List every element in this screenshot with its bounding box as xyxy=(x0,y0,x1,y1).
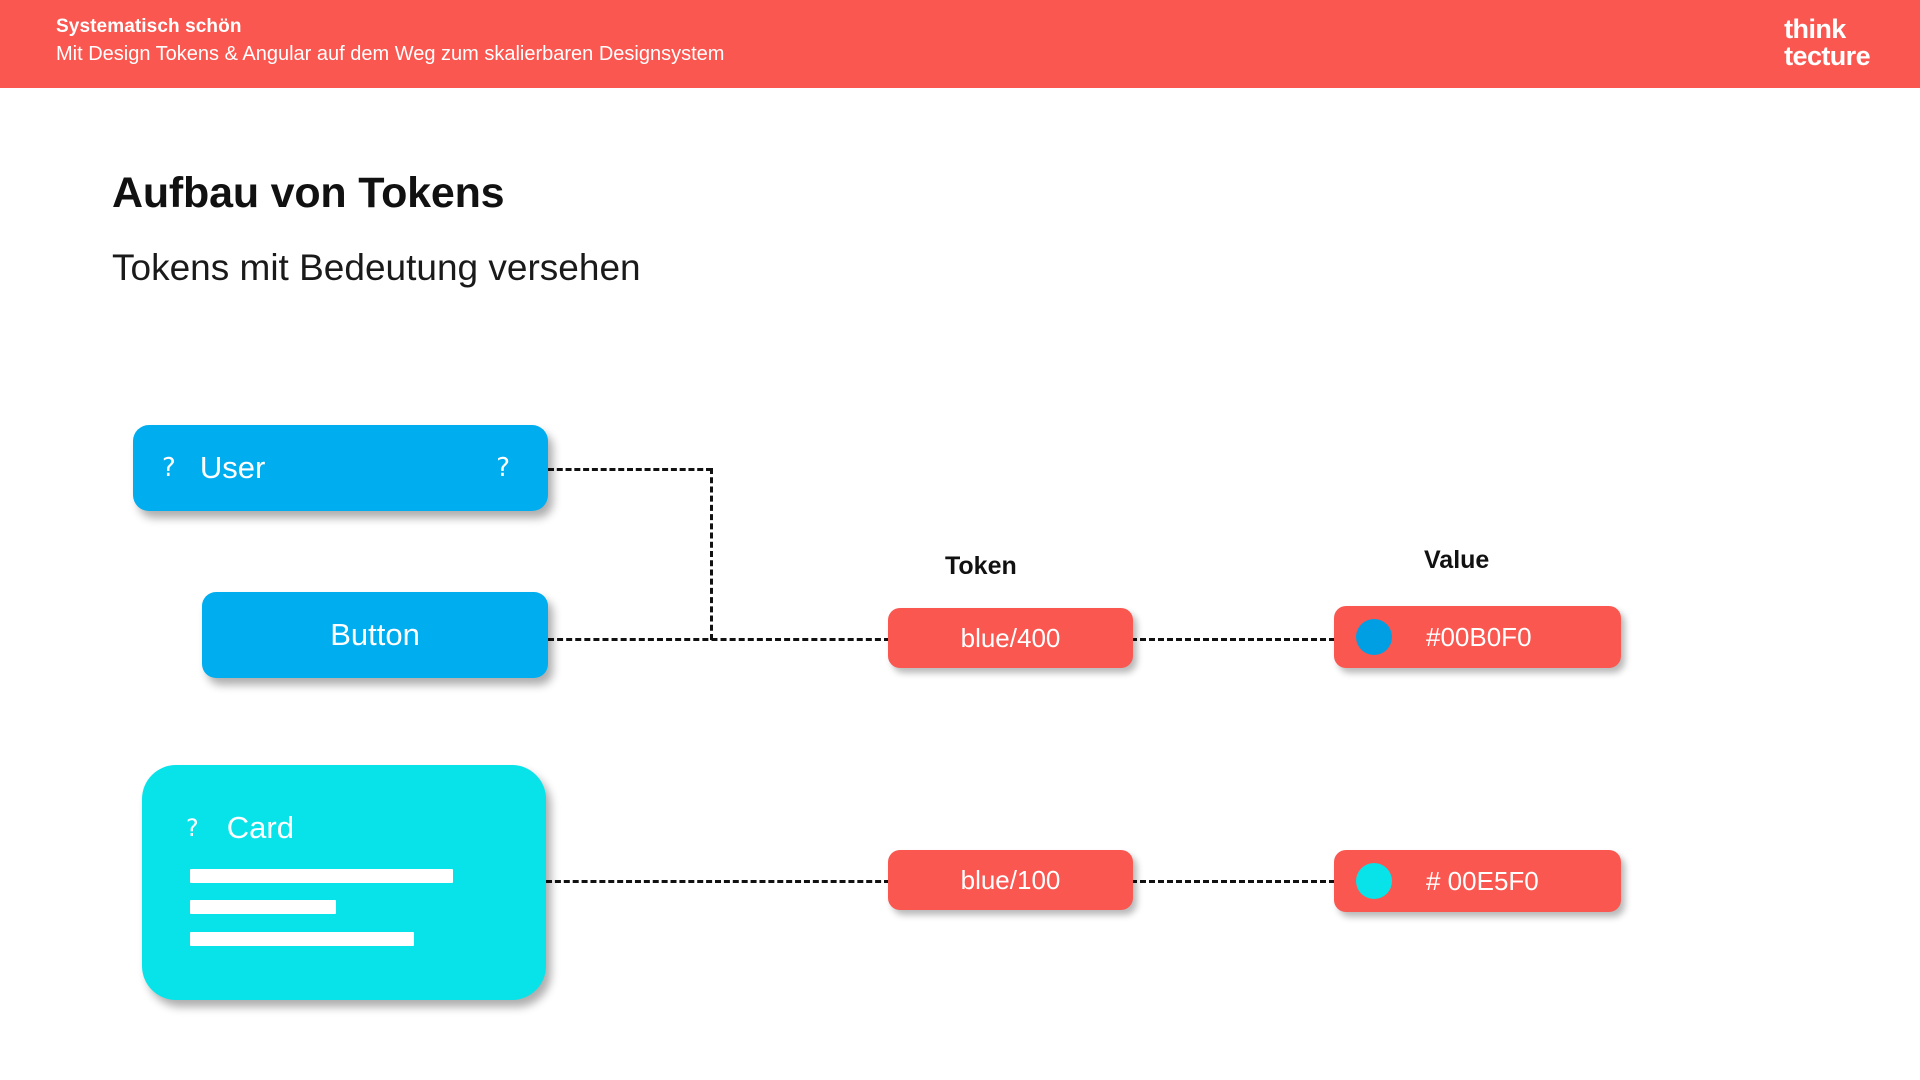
connector-user-horizontal xyxy=(548,468,712,471)
connector-card-to-token xyxy=(546,880,890,883)
value-column-header: Value xyxy=(1424,546,1490,574)
user-avatar-icon: ? xyxy=(162,453,176,483)
page-subtitle: Tokens mit Bedeutung versehen xyxy=(112,247,641,288)
header-bar: Systematisch schön Mit Design Tokens & A… xyxy=(0,0,1920,88)
component-card-user[interactable]: ? User ? xyxy=(133,425,548,511)
color-swatch-icon xyxy=(1356,863,1392,899)
token-pill-blue-100[interactable]: blue/100 xyxy=(888,850,1133,910)
card-placeholder-bar xyxy=(190,869,453,883)
connector-token-to-value-1 xyxy=(1131,638,1335,641)
page-title: Aufbau von Tokens xyxy=(112,169,505,217)
token-pill-blue-400[interactable]: blue/400 xyxy=(888,608,1133,668)
component-card-button-label: Button xyxy=(330,617,420,652)
value-pill-label: # 00E5F0 xyxy=(1426,865,1539,896)
header-title: Systematisch schön xyxy=(56,16,242,37)
token-pill-label: blue/400 xyxy=(960,622,1061,653)
component-card-card-label: Card xyxy=(226,810,294,845)
header-subtitle: Mit Design Tokens & Angular auf dem Weg … xyxy=(56,43,725,65)
component-card-user-label: User xyxy=(199,450,266,485)
component-card-card-head: ? Card xyxy=(186,810,294,846)
token-pill-label: blue/100 xyxy=(960,864,1061,895)
connector-button-to-token xyxy=(548,638,890,641)
card-icon: ? xyxy=(186,814,199,842)
logo-line-think: think xyxy=(1784,14,1846,44)
value-pill-label: #00B0F0 xyxy=(1426,621,1532,652)
connector-user-vertical xyxy=(710,468,713,640)
card-placeholder-bar xyxy=(190,900,336,914)
component-card-button[interactable]: Button xyxy=(202,592,548,678)
token-column-header: Token xyxy=(945,552,1017,580)
header-titles: Systematisch schön Mit Design Tokens & A… xyxy=(56,14,724,68)
value-pill-00e5f0[interactable]: # 00E5F0 xyxy=(1334,850,1621,912)
logo-line-tecture: tecture xyxy=(1784,41,1870,71)
card-placeholder-bar xyxy=(190,932,414,946)
color-swatch-icon xyxy=(1356,619,1392,655)
connector-token-to-value-2 xyxy=(1131,880,1335,883)
thinktecture-logo: think tecture xyxy=(1784,16,1870,70)
value-pill-00b0f0[interactable]: #00B0F0 xyxy=(1334,606,1621,668)
chevron-icon: ? xyxy=(496,453,510,483)
